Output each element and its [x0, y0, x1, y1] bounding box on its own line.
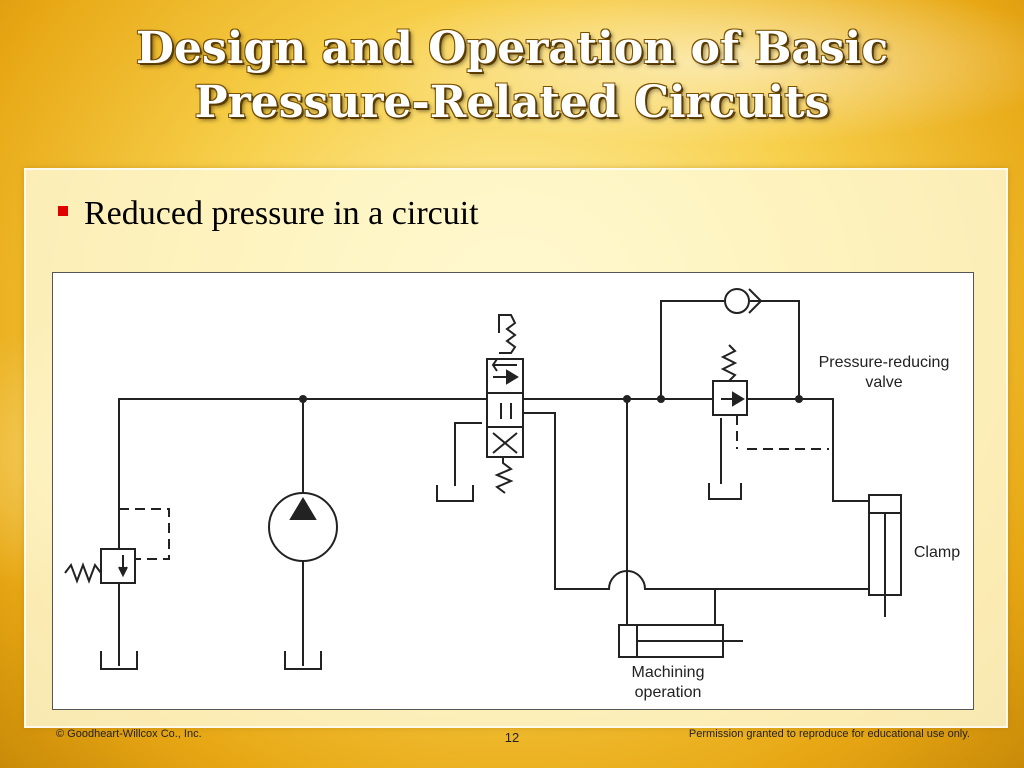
pump-symbol	[268, 492, 338, 562]
bullet-square-icon	[58, 206, 68, 216]
pressure-reducing-valve	[712, 344, 829, 450]
junction-dot	[657, 395, 665, 403]
dcv-tank-line	[454, 422, 482, 486]
label-line: Pressure-reducing	[818, 354, 950, 371]
clamp-label: Clamp	[913, 544, 961, 561]
junction-dot	[299, 395, 307, 403]
bullet-text: Reduced pressure in a circuit	[84, 195, 479, 232]
title-line-1: Design and Operation of Basic	[135, 23, 889, 74]
label-line: valve	[865, 374, 903, 391]
junction-dot	[623, 395, 631, 403]
bypass-line	[660, 300, 724, 400]
label-line: Machining	[631, 664, 705, 681]
circuit-svg	[64, 288, 902, 670]
page-number: 12	[504, 730, 520, 745]
title-line-2: Pressure-Related Circuits	[194, 77, 830, 128]
tank-pump	[284, 651, 322, 670]
tank-dcv	[436, 485, 474, 502]
tank-relief	[100, 651, 138, 670]
label-line: operation	[634, 684, 702, 701]
footer-copyright: © Goodheart-Willcox Co., Inc.	[56, 728, 202, 740]
bypass-line-right	[750, 300, 800, 400]
dcv-return-line	[510, 412, 610, 590]
tank-reducing	[708, 483, 742, 500]
machining-operation-label: Machining operation	[613, 663, 723, 703]
hydraulic-circuit-diagram: Pressure-reducing valve Clamp Machining …	[52, 272, 974, 710]
bullet-item: Reduced pressure in a circuit	[58, 194, 479, 234]
directional-control-valve	[486, 314, 524, 494]
clamp-cylinder	[868, 494, 902, 617]
pressure-reducing-valve-label: Pressure-reducing valve	[799, 353, 969, 393]
junction-dot	[795, 395, 803, 403]
machining-cylinder	[618, 624, 743, 658]
clamp-supply-line	[832, 398, 870, 502]
check-valve	[724, 288, 763, 314]
footer-permission: Permission granted to reproduce for educ…	[688, 728, 970, 740]
relief-valve	[64, 508, 170, 584]
slide-title: Design and Operation of Basic Pressure-R…	[0, 22, 1024, 130]
